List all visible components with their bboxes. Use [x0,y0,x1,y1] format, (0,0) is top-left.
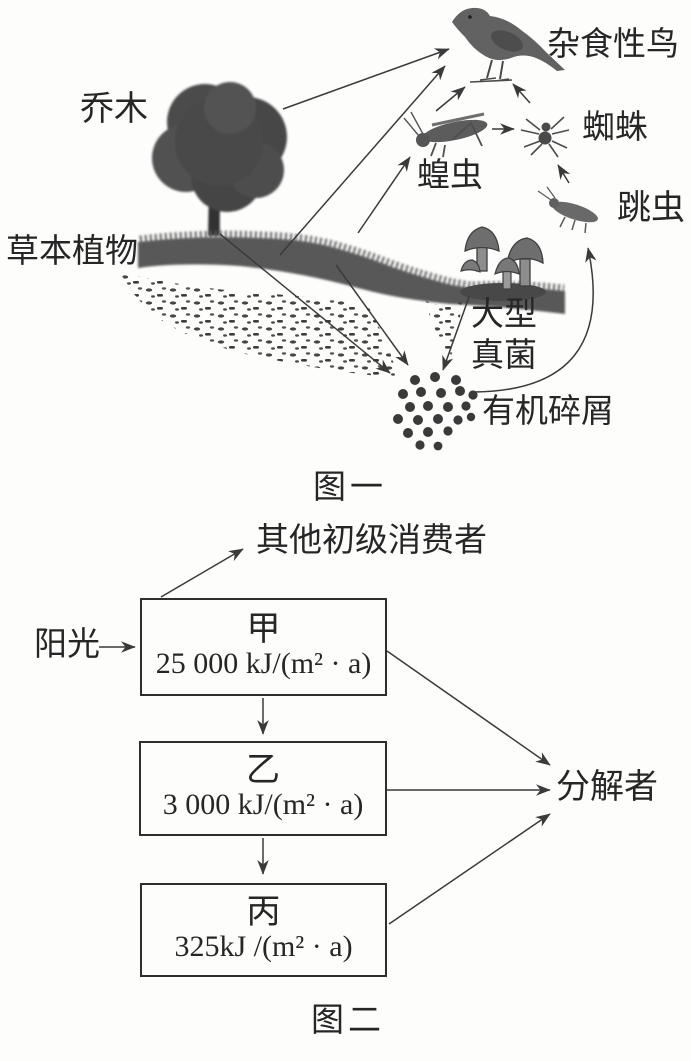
label-fungi-line2: 真菌 [471,338,537,374]
label-debris: 有机碎屑 [482,394,614,430]
springtail-drawing [537,186,598,234]
arrow-jia-to-decomposers [386,650,551,766]
arrow-locust-to-bird [435,86,466,112]
energy-box-bing: 丙 325kJ /(m² · a) [140,883,387,977]
arrow-tree-to-debris [219,233,391,374]
arrow-herb-to-bird [279,65,446,256]
label-locust: 蝗虫 [417,158,483,194]
bird-drawing [452,7,565,83]
label-bird: 杂食性鸟 [547,27,679,63]
figure1-caption: 图一 [313,470,387,506]
arrow-debris-to-springtail [474,247,597,393]
label-tree: 乔木 [80,91,148,128]
label-decomposers: 分解者 [556,769,658,806]
arrow-fungi-debris-link [442,296,470,371]
arrow-bing-to-decomposers [388,813,551,925]
arrow-spider-to-bird [512,83,531,104]
box-yi-name: 乙 [246,752,280,790]
box-yi-energy: 3 000 kJ/(m² · a) [162,788,364,822]
box-bing-energy: 325kJ /(m² · a) [174,929,353,963]
arrow-herb-to-locust [357,156,411,234]
label-spider: 蜘蛛 [582,110,648,146]
arrow-herb-to-debris [335,264,409,366]
box-jia-energy: 25 000 kJ/(m² · a) [155,646,372,680]
organic-debris-dots [393,372,478,451]
box-bing-name: 丙 [246,893,281,931]
label-other-consumers: 其他初级消费者 [256,523,487,559]
locust-drawing [403,111,488,158]
fungi-drawing [460,226,546,301]
arrow-tree-to-bird [282,48,450,110]
tree-drawing [152,82,287,236]
arrow-springtail-to-spider [557,164,571,184]
figure2-caption: 图二 [311,1003,385,1039]
energy-box-yi: 乙 3 000 kJ/(m² · a) [139,741,387,836]
spider-drawing [520,116,570,158]
label-herb: 草本植物 [6,234,138,270]
label-fungi-line1: 大型 [471,297,537,333]
box-jia-name: 甲 [246,610,281,648]
arrow-jia-to-other-consumers [160,548,244,598]
label-springtail: 跳虫 [617,190,685,227]
energy-box-jia: 甲 25 000 kJ/(m² · a) [140,598,387,696]
label-sunlight: 阳光 [34,627,100,663]
